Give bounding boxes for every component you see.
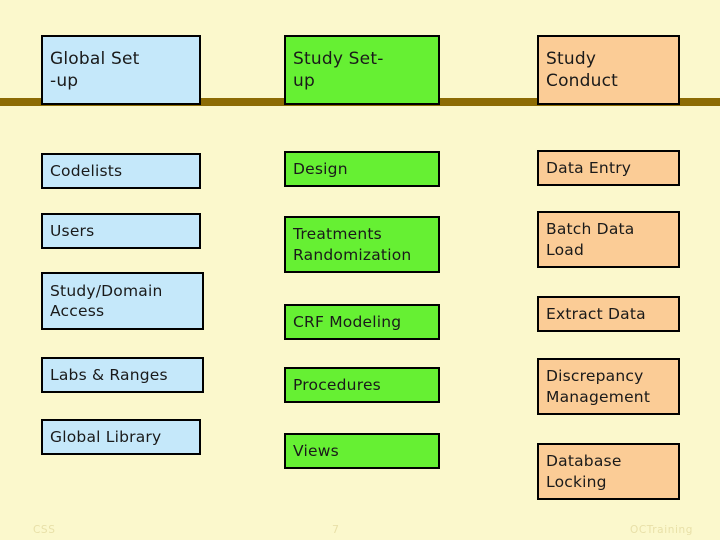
footer-left-label: CSS xyxy=(33,524,56,536)
box-data-entry[interactable]: Data Entry xyxy=(537,150,680,186)
box-discrepancy-management[interactable]: Discrepancy Management xyxy=(537,358,680,415)
footer-right-label: OCTraining xyxy=(630,524,694,536)
box-database-locking[interactable]: Database Locking xyxy=(537,443,680,500)
box-users[interactable]: Users xyxy=(41,213,201,249)
box-global-library[interactable]: Global Library xyxy=(41,419,201,455)
box-batch-data-load[interactable]: Batch Data Load xyxy=(537,211,680,268)
box-views[interactable]: Views xyxy=(284,433,440,469)
box-codelists[interactable]: Codelists xyxy=(41,153,201,189)
box-labs-and-ranges[interactable]: Labs & Ranges xyxy=(41,357,204,393)
column-header-global-set-up-overlay[interactable]: Global Set -up xyxy=(41,35,201,105)
box-study-domain-access[interactable]: Study/Domain Access xyxy=(41,272,204,330)
box-crf-modeling[interactable]: CRF Modeling xyxy=(284,304,440,340)
page-number: 7 xyxy=(332,523,340,536)
column-header-study-set-up-overlay[interactable]: Study Set- up xyxy=(284,35,440,105)
box-design[interactable]: Design xyxy=(284,151,440,187)
column-header-study-conduct-overlay[interactable]: Study Conduct xyxy=(537,35,680,105)
box-procedures[interactable]: Procedures xyxy=(284,367,440,403)
box-extract-data[interactable]: Extract Data xyxy=(537,296,680,332)
box-treatments-randomization[interactable]: Treatments Randomization xyxy=(284,216,440,273)
